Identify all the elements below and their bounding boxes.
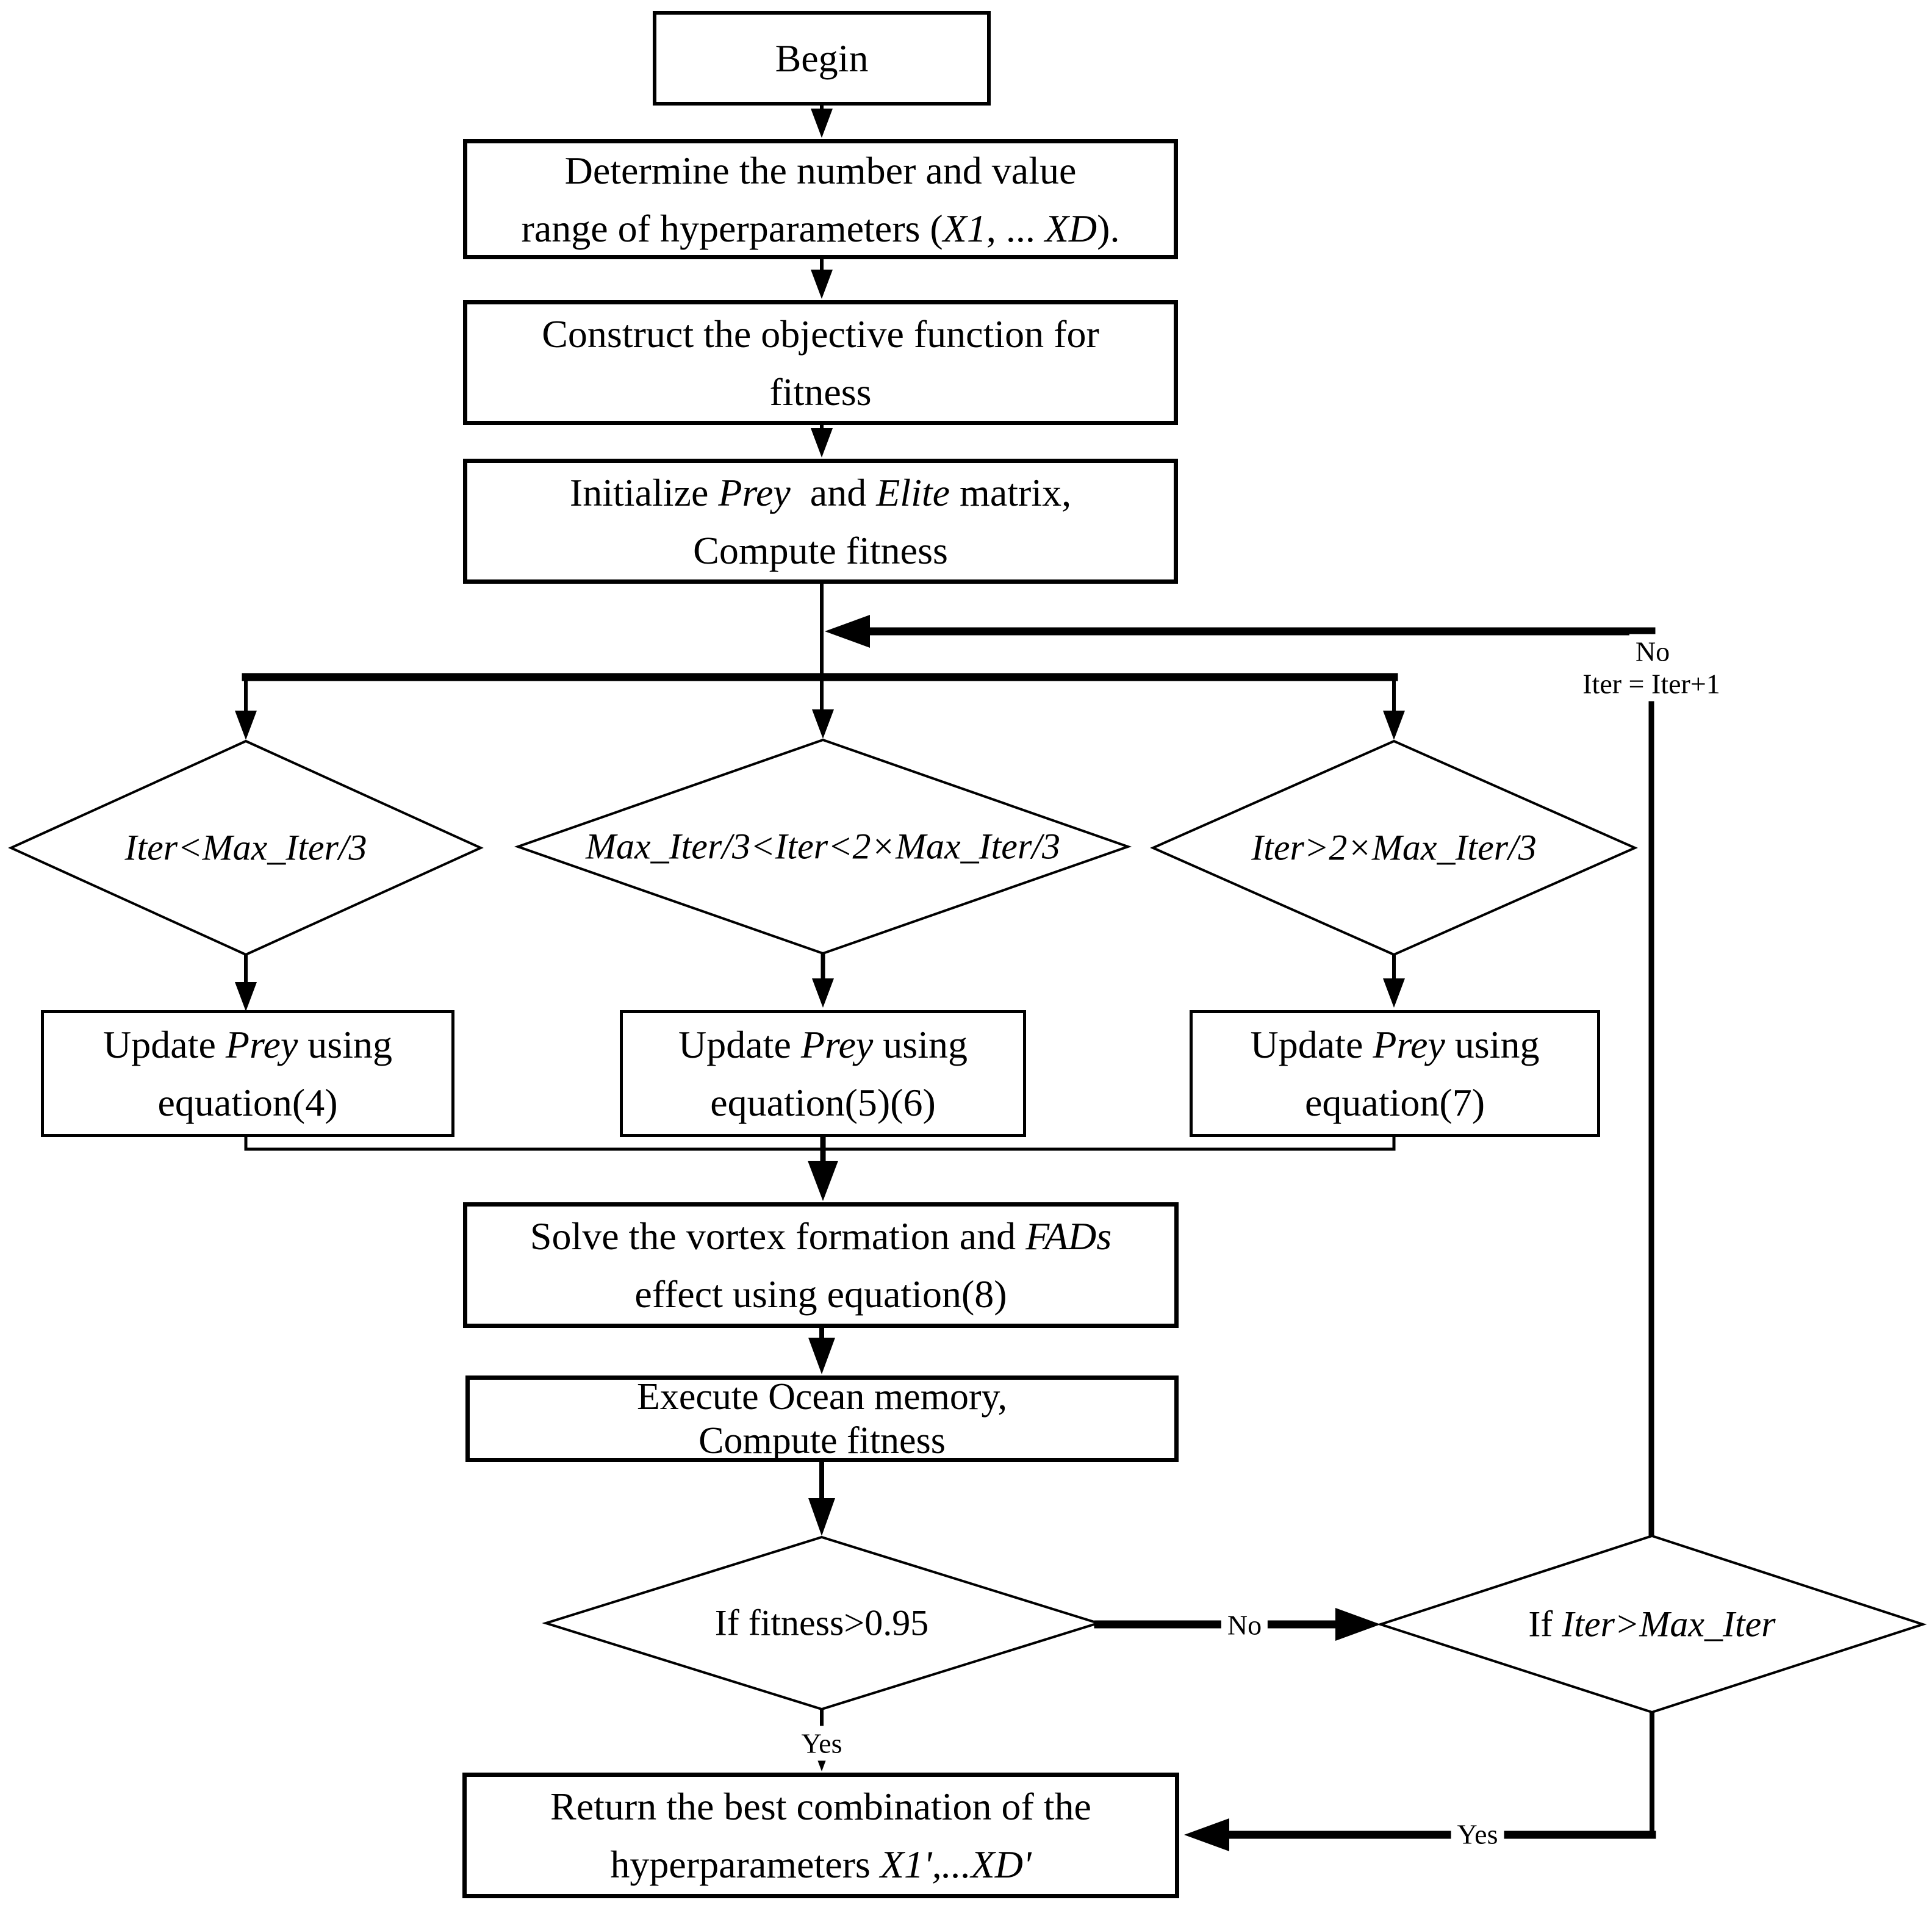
diamond-iter-max-check [1376, 1534, 1927, 1714]
edge-label-no-fitness: No [1221, 1607, 1268, 1643]
diamond-fitness-check [542, 1535, 1102, 1711]
node-update-eq4-line2: equation(4) [157, 1081, 338, 1124]
edge-label-iter-increment: Iter = Iter+1 [1576, 666, 1726, 701]
arrowhead-into-d2 [812, 709, 834, 739]
node-update-eq7: Update Prey using equation(7) [1190, 1010, 1600, 1137]
node-return-line1: Return the best combination of the [550, 1785, 1091, 1828]
node-update-eq4-line1: Update Prey using [103, 1023, 392, 1066]
edge-label-yes-fitness: Yes [795, 1726, 849, 1761]
node-execute-line2: Compute fitness [698, 1420, 946, 1461]
diamond-label-iter-max-check: If Iter>Max_Iter [1528, 1604, 1776, 1644]
arrowhead-into-d1 [235, 711, 257, 740]
diamond-label-iter-lt-maxiter3: Iter<Max_Iter/3 [124, 827, 367, 868]
diamond-label-iter-gt-2maxiter3: Iter>2×Max_Iter/3 [1251, 827, 1537, 868]
node-update-eq7-line2: equation(7) [1305, 1081, 1485, 1124]
node-begin-label: Begin [775, 37, 869, 80]
diamond-label-mid-phase: Max_Iter/3<Iter<2×Max_Iter/3 [586, 826, 1060, 867]
node-execute-line1: Execute Ocean memory, [636, 1376, 1008, 1418]
diamond-iter-gt-2maxiter3 [1150, 739, 1638, 956]
arrowhead-into-update1 [235, 982, 257, 1011]
edge-label-yes-itermax: Yes [1451, 1817, 1504, 1852]
node-update-eq56: Update Prey using equation(5)(6) [620, 1010, 1026, 1137]
arrowhead-into-execute [808, 1338, 835, 1374]
arrowhead-loopback-left [825, 615, 870, 648]
arrowhead-into-initialize [811, 428, 833, 457]
arrowhead-into-d3 [1383, 711, 1405, 740]
diamond-iter-lt-maxiter3 [8, 739, 484, 956]
arrowhead-into-return-right [1184, 1818, 1229, 1851]
arrowhead-into-update3 [1383, 978, 1405, 1008]
diamond-mid-phase [514, 738, 1132, 955]
arrowhead-into-update2 [812, 978, 834, 1008]
node-execute-ocean-memory: Execute Ocean memory, Compute fitness [465, 1375, 1179, 1462]
node-construct-line1: Construct the objective function for [542, 312, 1099, 356]
node-initialize-line1: Initialize Prey and Elite matrix, [569, 470, 1072, 514]
node-begin: Begin [653, 11, 991, 106]
node-return-line2: hyperparameters X1',...XD' [610, 1843, 1032, 1886]
node-solve-vortex-line1: Solve the vortex formation and FADs [530, 1214, 1112, 1258]
arrowhead-into-construct [811, 270, 833, 299]
node-update-eq56-line2: equation(5)(6) [710, 1081, 936, 1124]
node-update-eq56-line1: Update Prey using [678, 1023, 968, 1066]
node-determine-line1: Determine the number and value [564, 148, 1077, 192]
node-solve-vortex-line2: effect using equation(8) [634, 1272, 1007, 1316]
arrowhead-into-determine [811, 109, 833, 138]
node-determine-line2: range of hyperparameters (X1, ... XD). [521, 206, 1120, 250]
node-construct-line2: fitness [769, 370, 872, 414]
edge-label-no-loop: No [1629, 634, 1676, 669]
node-determine: Determine the number and value range of … [463, 139, 1178, 259]
node-solve-vortex: Solve the vortex formation and FADs effe… [463, 1202, 1179, 1328]
arrowhead-into-solve [808, 1161, 838, 1201]
arrowhead-into-iter-diamond [1335, 1608, 1381, 1641]
node-return-best: Return the best combination of the hyper… [462, 1773, 1179, 1898]
diamond-label-fitness-check: If fitness>0.95 [714, 1602, 929, 1643]
node-update-eq4: Update Prey using equation(4) [41, 1010, 454, 1137]
node-update-eq7-line1: Update Prey using [1250, 1023, 1540, 1066]
node-initialize: Initialize Prey and Elite matrix, Comput… [463, 459, 1178, 584]
node-initialize-line2: Compute fitness [693, 528, 948, 572]
arrowhead-into-fitness [808, 1498, 835, 1536]
node-construct: Construct the objective function for fit… [463, 300, 1178, 425]
